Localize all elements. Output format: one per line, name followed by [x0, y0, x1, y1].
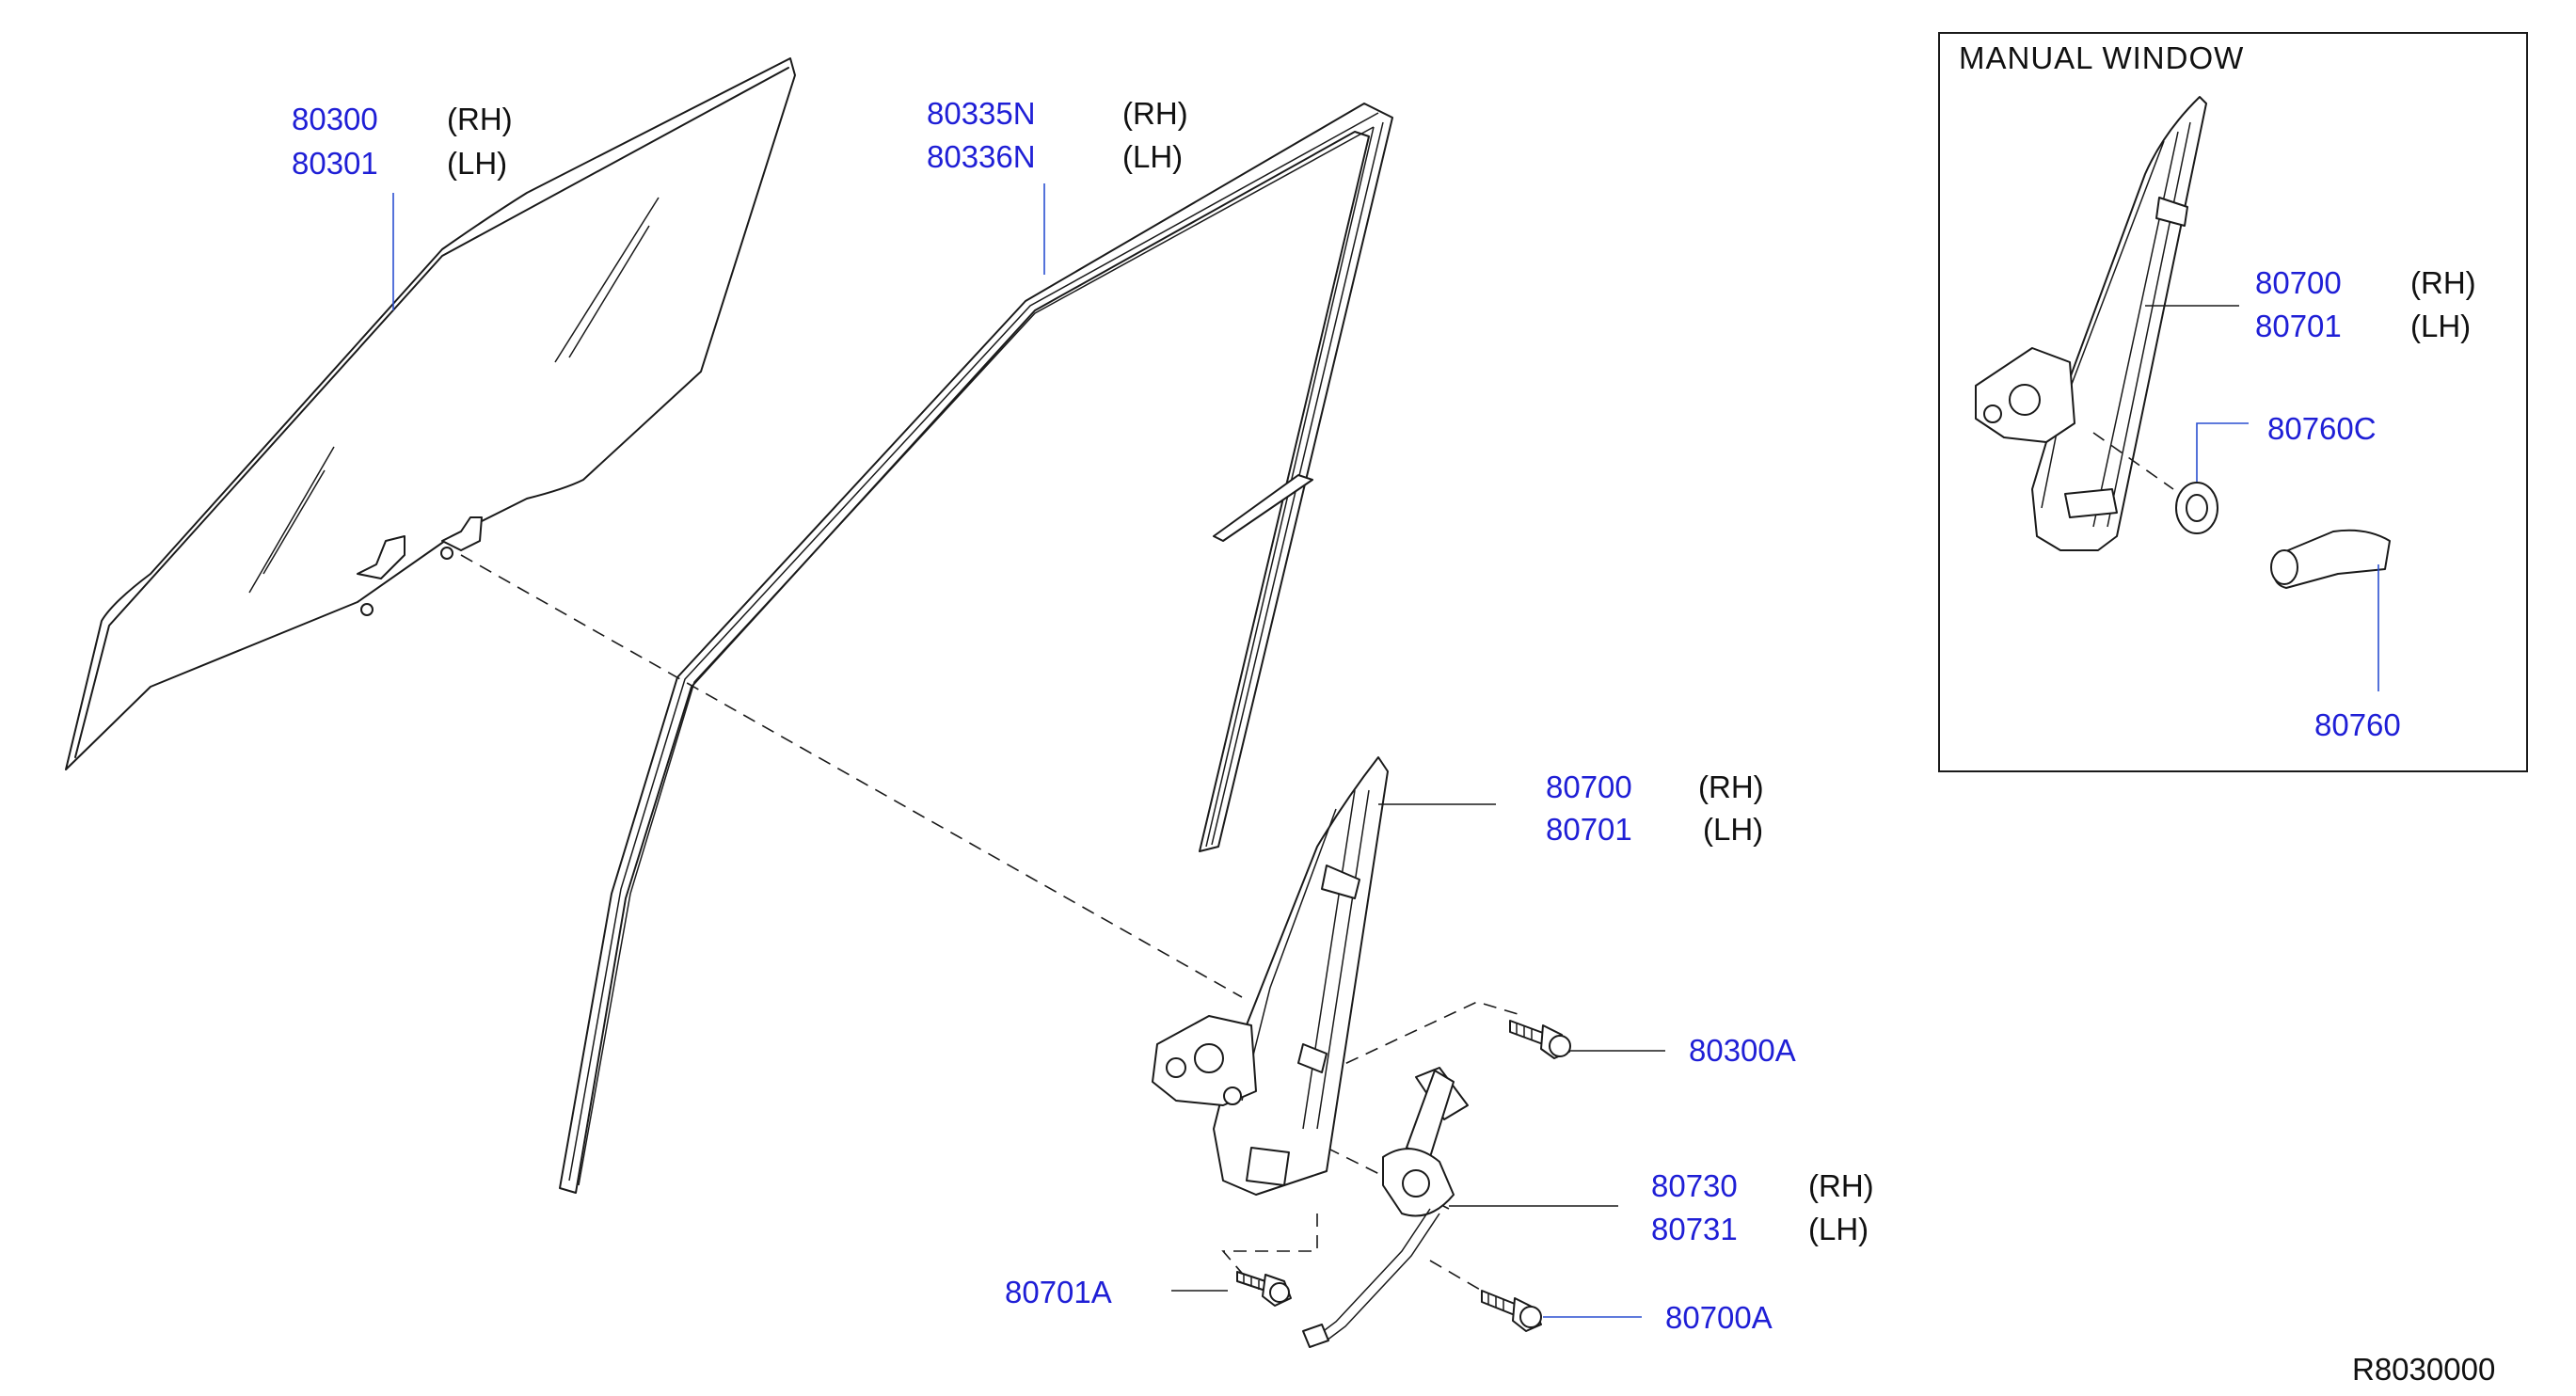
window-motor-part[interactable]: [1302, 1067, 1469, 1348]
inset-regulator-rh-side: (RH): [2410, 265, 2476, 300]
inset-regulator-lh-side: (LH): [2410, 309, 2471, 343]
glass-rh-part-number[interactable]: 80300: [292, 102, 378, 136]
manual-regulator-part[interactable]: [1975, 96, 2207, 551]
door-glass-part[interactable]: [65, 57, 796, 770]
bolt-80700a-part[interactable]: [1481, 1290, 1542, 1332]
escutcheon-part-number[interactable]: 80760C: [2267, 411, 2377, 446]
bolt-glass-part-number[interactable]: 80300A: [1689, 1033, 1796, 1068]
window-regulator-part[interactable]: [1152, 756, 1389, 1196]
run-rh-side: (RH): [1122, 96, 1188, 131]
inset-regulator-rh-part-number[interactable]: 80700: [2255, 265, 2342, 300]
regulator-lh-part-number[interactable]: 80701: [1546, 812, 1632, 847]
handle-part-number[interactable]: 80760: [2314, 707, 2401, 742]
run-lh-side: (LH): [1122, 139, 1183, 174]
motor-rh-part-number[interactable]: 80730: [1651, 1168, 1738, 1203]
glass-run-channel-part[interactable]: [559, 103, 1393, 1194]
regulator-lh-side: (LH): [1703, 812, 1763, 847]
bolt-lower-part-number[interactable]: 80701A: [1005, 1275, 1112, 1309]
run-rh-part-number[interactable]: 80335N: [927, 96, 1036, 131]
inset-regulator-lh-part-number[interactable]: 80701: [2255, 309, 2342, 343]
diagram-code: R8030000: [2352, 1352, 2495, 1387]
leader-lines: [392, 183, 1665, 1318]
escutcheon-part[interactable]: [2175, 482, 2218, 534]
glass-lh-part-number[interactable]: 80301: [292, 146, 378, 181]
bolt-80300a-part[interactable]: [1509, 1020, 1571, 1059]
glass-rh-side: (RH): [447, 102, 513, 136]
motor-lh-part-number[interactable]: 80731: [1651, 1212, 1738, 1246]
regulator-rh-side: (RH): [1698, 769, 1764, 804]
manual-window-inset: MANUAL WINDOW 80700 (RH): [1938, 32, 2528, 772]
bolt-motor-part-number[interactable]: 80700A: [1665, 1300, 1773, 1335]
glass-lh-side: (LH): [447, 146, 507, 181]
window-handle-part[interactable]: [2270, 529, 2391, 589]
inset-title: MANUAL WINDOW: [1959, 40, 2244, 75]
run-lh-part-number[interactable]: 80336N: [927, 139, 1036, 174]
bolt-80701a-part[interactable]: [1236, 1271, 1292, 1307]
motor-rh-side: (RH): [1808, 1168, 1874, 1203]
motor-lh-side: (LH): [1808, 1212, 1868, 1246]
regulator-rh-part-number[interactable]: 80700: [1546, 769, 1632, 804]
